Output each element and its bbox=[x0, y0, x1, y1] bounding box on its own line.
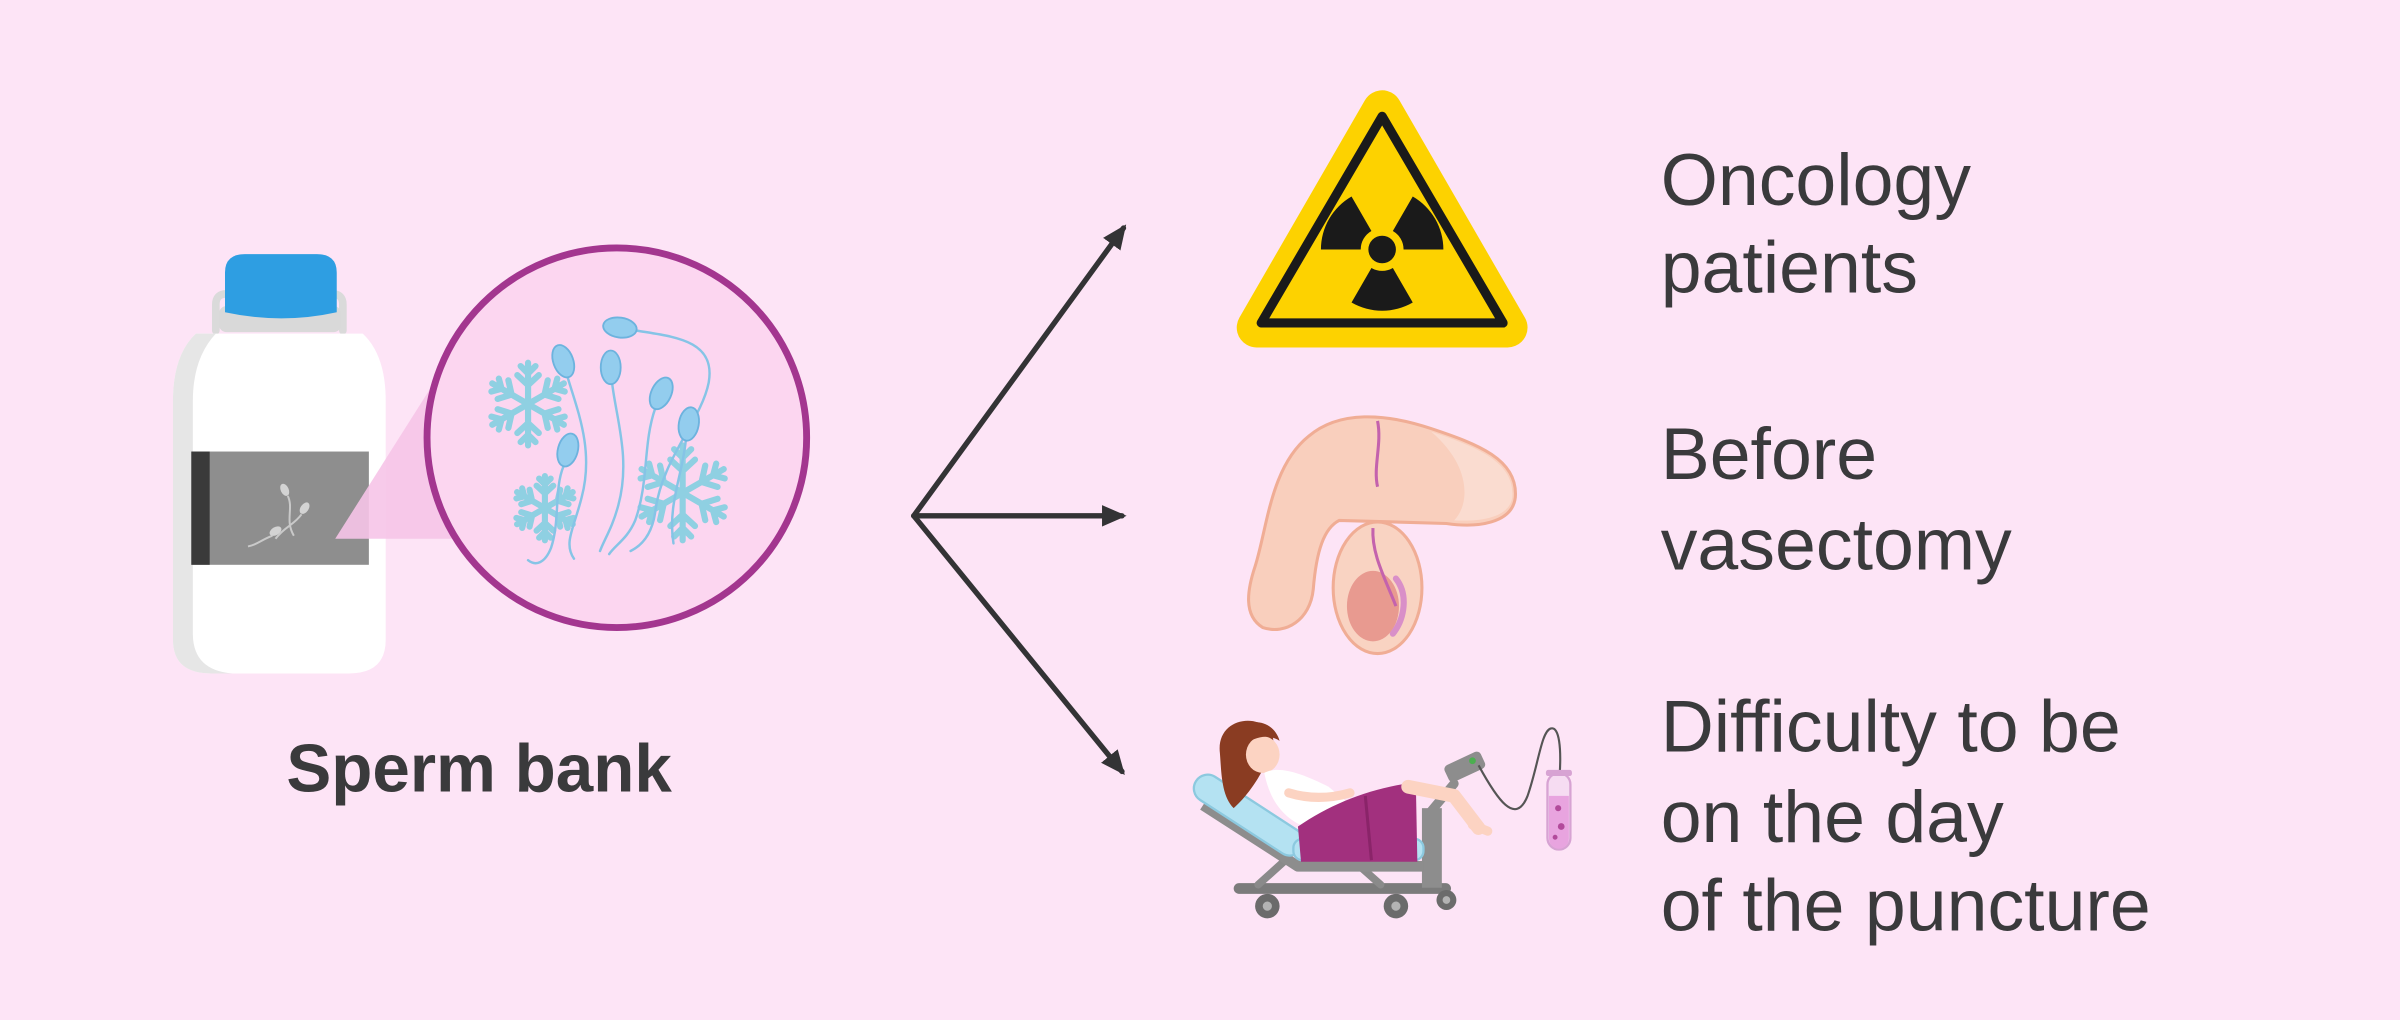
target-puncture: Difficulty to be on the day of the punct… bbox=[1192, 685, 2151, 947]
label-sperm-icon bbox=[247, 483, 310, 548]
arrow-to-puncture bbox=[911, 513, 1125, 775]
chair bbox=[1192, 751, 1486, 919]
oncology-label: Oncology patients bbox=[1661, 138, 1992, 308]
magnified-view-circle bbox=[423, 244, 811, 631]
branch-arrows bbox=[911, 224, 1127, 775]
sperm-bank-label: Sperm bank bbox=[286, 731, 672, 806]
male-genitals-illustration bbox=[1247, 415, 1517, 656]
vasectomy-label-line: Before bbox=[1661, 412, 1877, 495]
target-vasectomy: Before vasectomy bbox=[1247, 412, 2012, 656]
sperm-cell-icon bbox=[670, 406, 700, 545]
vasectomy-label: Before vasectomy bbox=[1661, 412, 2012, 585]
vasectomy-label-line: vasectomy bbox=[1661, 502, 2012, 585]
oncology-label-line: patients bbox=[1661, 225, 1918, 308]
sperm-cell-icon bbox=[607, 376, 674, 556]
patient bbox=[1219, 720, 1493, 862]
oncology-label-line: Oncology bbox=[1661, 138, 1972, 221]
sperm-cell-icon bbox=[551, 344, 588, 560]
radiation-warning-icon bbox=[1236, 90, 1528, 348]
sperm-bank-group: Sperm bank bbox=[172, 244, 811, 806]
sperm-cell-icon bbox=[526, 432, 580, 565]
aspiration-tube bbox=[1477, 727, 1562, 811]
puncture-label-line: Difficulty to be bbox=[1661, 685, 2121, 768]
sperm-bank-bottle-icon bbox=[172, 254, 386, 674]
target-oncology: Oncology patients bbox=[1236, 90, 1992, 348]
bottle-cap bbox=[225, 254, 337, 319]
test-tube-icon bbox=[1545, 769, 1572, 851]
puncture-label: Difficulty to be on the day of the punct… bbox=[1661, 685, 2151, 947]
sperm-cell-icon bbox=[598, 349, 625, 553]
puncture-label-line: on the day bbox=[1661, 775, 2004, 858]
puncture-label-line: of the puncture bbox=[1661, 864, 2151, 947]
patient-in-gynecological-chair-illustration bbox=[1192, 720, 1572, 919]
arrow-to-oncology bbox=[911, 224, 1127, 519]
bottle-label bbox=[191, 451, 369, 565]
